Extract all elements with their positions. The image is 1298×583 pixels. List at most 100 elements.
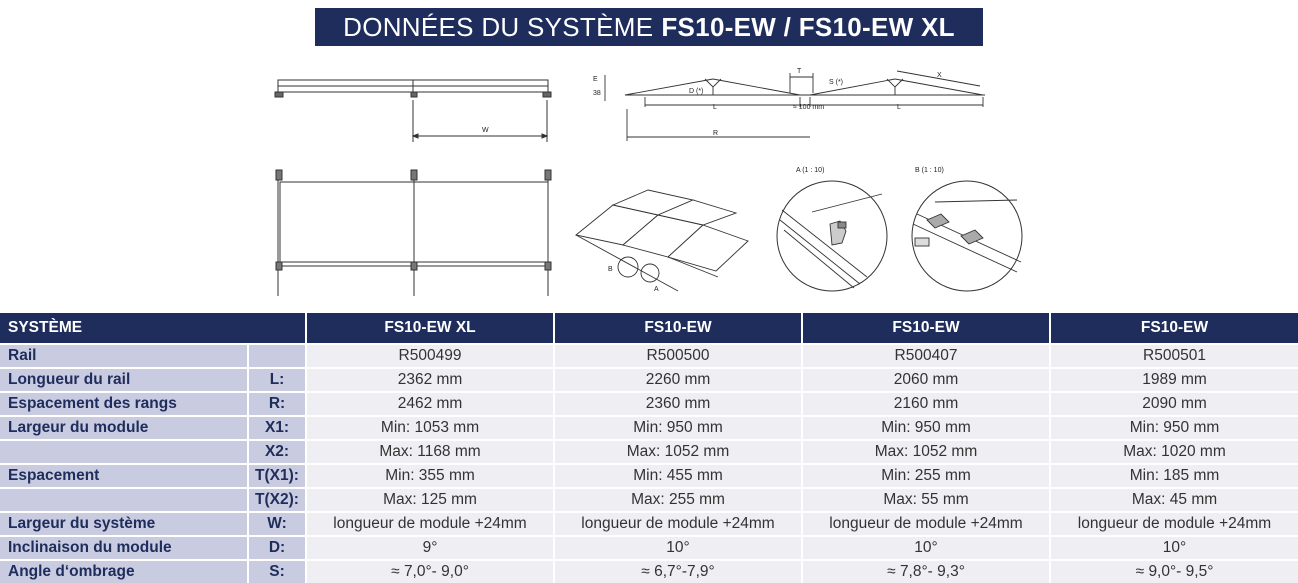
row-value: 2160 mm: [802, 391, 1052, 416]
perspective-drawing: B A: [574, 189, 749, 293]
dim-x-label: X: [937, 72, 942, 79]
row-value: Max: 45 mm: [1050, 487, 1298, 512]
header-model-4: FS10-EW: [1050, 313, 1298, 344]
row-value: Min: 355 mm: [306, 463, 556, 488]
table-row: Largeur du module X1: Min: 1053 mm Min: …: [0, 415, 1298, 440]
perspective-label-a: A: [654, 286, 659, 293]
row-symbol: X1:: [248, 415, 308, 440]
row-value: Max: 1020 mm: [1050, 439, 1298, 464]
row-symbol: L:: [248, 367, 308, 392]
detail-a-label: A (1 : 10): [796, 167, 824, 174]
row-symbol: S:: [248, 559, 308, 583]
row-value: 9°: [306, 535, 556, 560]
table-row: Angle d‘ombrage S: ≈ 7,0°- 9,0° ≈ 6,7°-7…: [0, 559, 1298, 583]
plan-view-drawing: [275, 169, 552, 296]
page-title: DONNÉES DU SYSTÈME FS10-EW / FS10-EW XL: [315, 8, 983, 46]
row-param: Largeur du module: [0, 415, 249, 440]
row-value: 2360 mm: [554, 391, 804, 416]
row-value: Min: 455 mm: [554, 463, 804, 488]
table-row: Inclinaison du module D: 9° 10° 10° 10°: [0, 535, 1298, 560]
row-value: Max: 55 mm: [802, 487, 1052, 512]
row-value: longueur de module +24mm: [306, 511, 556, 536]
front-elevation-drawing: W: [274, 79, 552, 142]
row-value: Min: 950 mm: [1050, 415, 1298, 440]
row-value: R500407: [802, 343, 1052, 368]
header-system: SYSTÈME: [0, 313, 308, 344]
table-row: Longueur du rail L: 2362 mm 2260 mm 2060…: [0, 367, 1298, 392]
row-value: Max: 1052 mm: [802, 439, 1052, 464]
row-symbol: X2:: [248, 439, 308, 464]
row-value: 10°: [1050, 535, 1298, 560]
table-row: Rail R500499 R500500 R500407 R500501: [0, 343, 1298, 368]
row-value: R500499: [306, 343, 556, 368]
row-symbol: D:: [248, 535, 308, 560]
dim-w-label: W: [482, 127, 489, 134]
row-param: Largeur du système: [0, 511, 249, 536]
row-value: Max: 255 mm: [554, 487, 804, 512]
table-row: X2: Max: 1168 mm Max: 1052 mm Max: 1052 …: [0, 439, 1298, 464]
side-elevation-drawing: T S (*) X D (*) L L ≈ 100 mm R E 38: [593, 68, 985, 141]
dim-t-label: T: [797, 68, 802, 75]
row-value: Min: 185 mm: [1050, 463, 1298, 488]
dim-r-label: R: [713, 130, 718, 137]
row-value: ≈ 6,7°-7,9°: [554, 559, 804, 583]
row-value: ≈ 9,0°- 9,5°: [1050, 559, 1298, 583]
row-value: Min: 950 mm: [802, 415, 1052, 440]
table-row: Largeur du système W: longueur de module…: [0, 511, 1298, 536]
row-value: R500501: [1050, 343, 1298, 368]
row-value: R500500: [554, 343, 804, 368]
row-symbol: T(X2):: [248, 487, 308, 512]
row-value: longueur de module +24mm: [1050, 511, 1298, 536]
row-value: 2462 mm: [306, 391, 556, 416]
dim-d-label: D (*): [689, 88, 703, 95]
detail-a-drawing: A (1 : 10): [776, 167, 888, 292]
detail-b-label: B (1 : 10): [915, 167, 944, 174]
row-value: longueur de module +24mm: [554, 511, 804, 536]
dim-gap-label: ≈ 100 mm: [793, 104, 824, 111]
row-value: 2362 mm: [306, 367, 556, 392]
row-param: Inclinaison du module: [0, 535, 249, 560]
row-value: Min: 950 mm: [554, 415, 804, 440]
dim-l2-label: L: [897, 104, 901, 111]
row-value: Min: 255 mm: [802, 463, 1052, 488]
row-param: Longueur du rail: [0, 367, 249, 392]
row-value: 1989 mm: [1050, 367, 1298, 392]
row-param: Espacement: [0, 463, 249, 488]
row-value: ≈ 7,0°- 9,0°: [306, 559, 556, 583]
row-param: Angle d‘ombrage: [0, 559, 249, 583]
row-param: Espacement des rangs: [0, 391, 249, 416]
table-row: Espacement T(X1): Min: 355 mm Min: 455 m…: [0, 463, 1298, 488]
dim-e-label: E: [593, 76, 598, 83]
title-prefix: DONNÉES DU SYSTÈME: [343, 11, 654, 42]
row-value: 2260 mm: [554, 367, 804, 392]
title-models: FS10-EW / FS10-EW XL: [661, 11, 955, 42]
row-value: Max: 1052 mm: [554, 439, 804, 464]
row-value: ≈ 7,8°- 9,3°: [802, 559, 1052, 583]
row-param: [0, 487, 249, 512]
header-model-2: FS10-EW: [554, 313, 804, 344]
row-symbol: T(X1):: [248, 463, 308, 488]
header-model-1: FS10-EW XL: [306, 313, 556, 344]
row-value: Max: 125 mm: [306, 487, 556, 512]
dim-s-label: S (*): [829, 79, 843, 86]
table-row: Espacement des rangs R: 2462 mm 2360 mm …: [0, 391, 1298, 416]
row-value: 2090 mm: [1050, 391, 1298, 416]
row-value: 10°: [554, 535, 804, 560]
row-symbol: W:: [248, 511, 308, 536]
row-symbol: [248, 343, 308, 368]
dim-b-label: 38: [593, 90, 601, 97]
perspective-label-b: B: [608, 266, 613, 273]
row-value: Min: 1053 mm: [306, 415, 556, 440]
table-row: T(X2): Max: 125 mm Max: 255 mm Max: 55 m…: [0, 487, 1298, 512]
spec-table: SYSTÈME FS10-EW XL FS10-EW FS10-EW FS10-…: [0, 313, 1298, 583]
table-header-row: SYSTÈME FS10-EW XL FS10-EW FS10-EW FS10-…: [0, 313, 1298, 344]
row-param: [0, 439, 249, 464]
detail-b-drawing: B (1 : 10): [911, 167, 1023, 292]
row-symbol: R:: [248, 391, 308, 416]
row-value: 2060 mm: [802, 367, 1052, 392]
row-value: 10°: [802, 535, 1052, 560]
dim-l1-label: L: [713, 104, 717, 111]
row-value: longueur de module +24mm: [802, 511, 1052, 536]
row-param: Rail: [0, 343, 249, 368]
row-value: Max: 1168 mm: [306, 439, 556, 464]
